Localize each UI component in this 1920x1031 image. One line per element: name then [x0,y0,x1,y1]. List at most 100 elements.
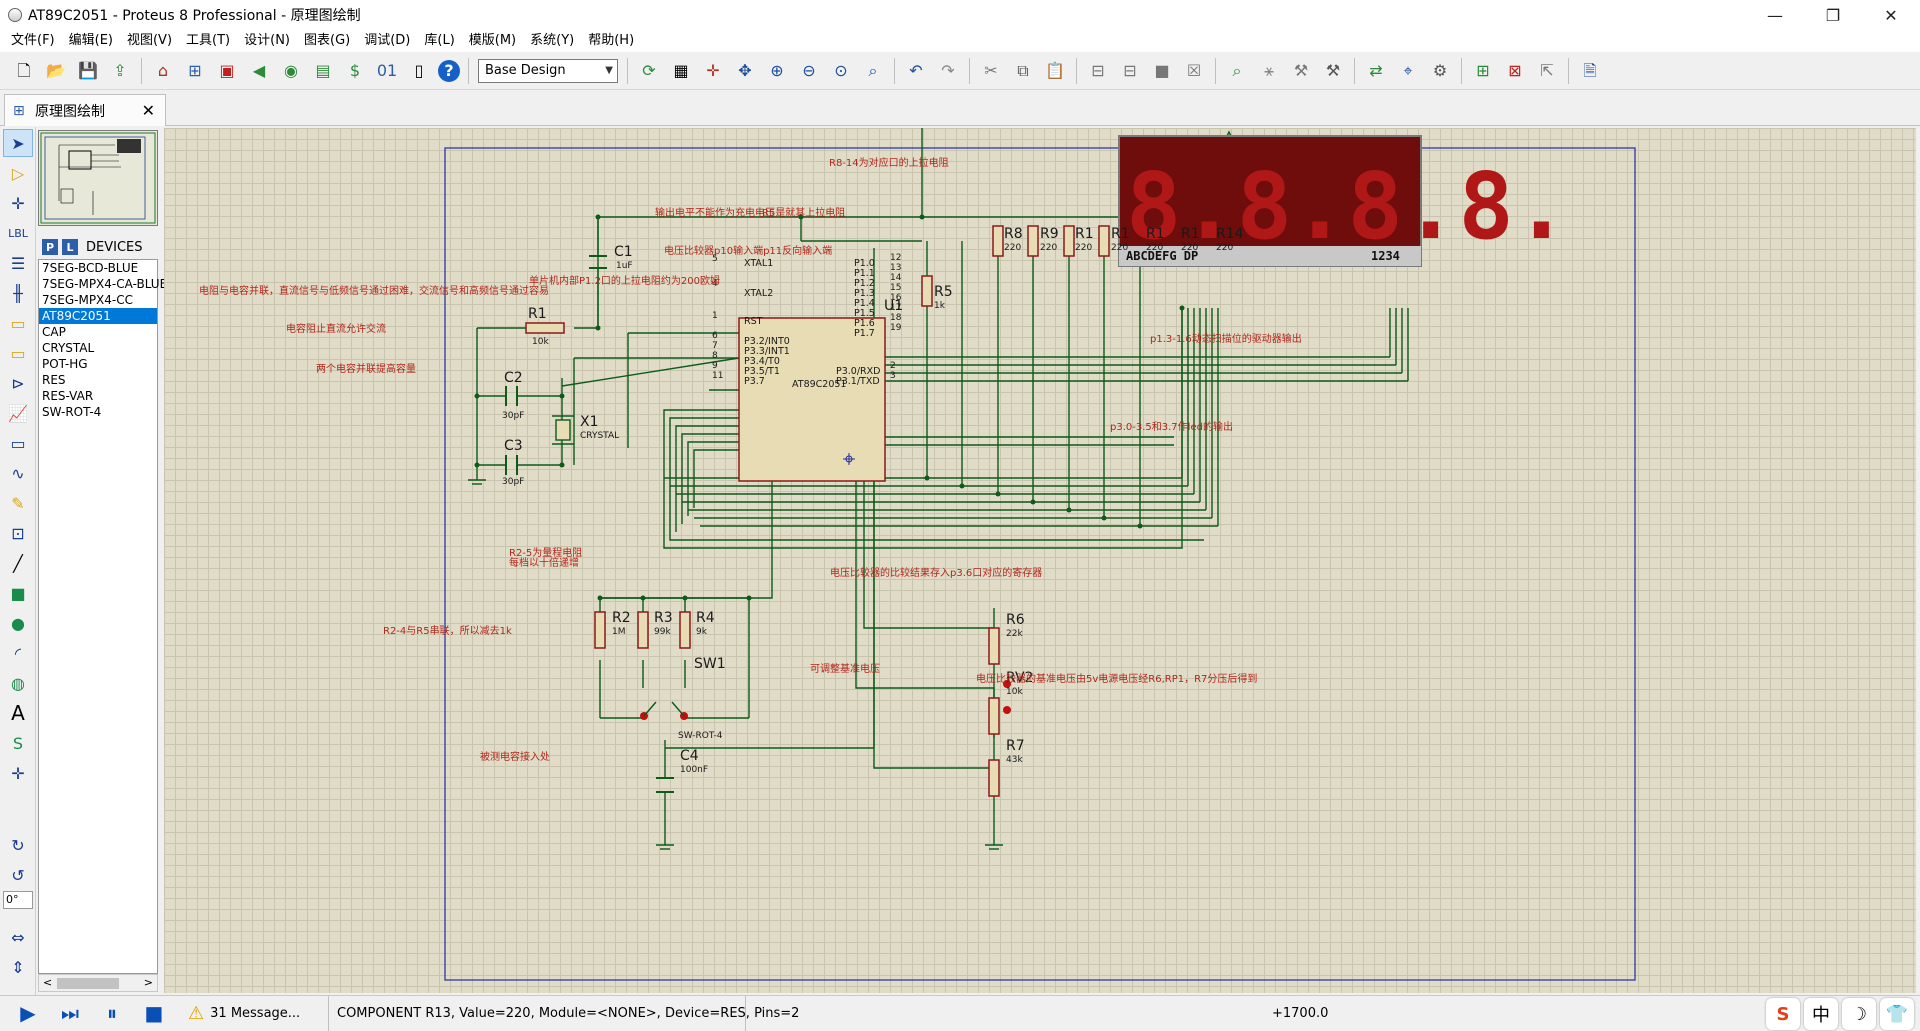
step-icon[interactable]: ⏭ [61,1001,79,1025]
block-move-icon[interactable]: ⊟ [1123,60,1137,80]
shirt-icon[interactable]: 👕 [1880,998,1914,1030]
menu-tools[interactable]: 工具(T) [186,33,231,48]
origin-icon[interactable]: ✛ [706,60,720,80]
component-mode-icon[interactable]: ▷ [11,163,25,183]
circle-mode-icon[interactable]: ● [11,613,25,633]
list-item[interactable]: CRYSTAL [42,341,95,355]
r1-body[interactable] [525,322,565,334]
x1-crystal[interactable] [552,415,574,445]
pin-mode-icon[interactable]: ⊳ [11,373,25,393]
r5-body[interactable] [921,275,933,307]
stop-icon[interactable]: ■ [144,1001,164,1025]
marker-mode-icon[interactable]: ✛ [11,763,25,783]
close-icon[interactable]: ✕ [141,101,155,120]
zoom-out-icon[interactable]: ⊖ [802,60,816,80]
message-indicator[interactable]: ⚠ 31 Message... [188,1003,300,1024]
cut-icon[interactable]: ✂ [984,60,998,80]
r10-body[interactable] [1063,225,1075,257]
u1-chip[interactable]: U1 AT89C2051 [738,298,903,482]
menu-edit[interactable]: 编辑(E) [68,33,113,48]
terminals-mode-icon[interactable]: ▭ [10,343,26,363]
home-icon[interactable]: ⌂ [157,60,169,80]
graph-mode-icon[interactable]: 📈 [8,403,28,423]
rotation-angle-field[interactable]: 0° [3,891,33,909]
exit-sheet-icon[interactable]: ⇱ [1540,60,1554,80]
property-assign-icon[interactable]: ⚙ [1432,60,1448,80]
block-rotate-icon[interactable]: ■ [1154,60,1170,80]
device-list-scrollbar[interactable]: < > [38,974,158,992]
overview-window[interactable] [38,130,158,226]
block-delete-icon[interactable]: ☒ [1186,60,1202,80]
gerber-icon[interactable]: ◉ [284,60,298,80]
play-icon[interactable]: ▶ [20,1001,36,1025]
code-icon[interactable]: 01 [376,60,398,80]
refresh-icon[interactable]: ⟳ [642,60,656,80]
list-item[interactable]: POT-HG [42,357,88,371]
text-script-mode-icon[interactable]: ☰ [10,253,26,273]
probe-mode-icon[interactable]: ✎ [11,493,25,513]
search-icon[interactable]: ⌖ [1403,60,1413,80]
junction-mode-icon[interactable]: ✛ [11,193,25,213]
list-item[interactable]: SW-ROT-4 [42,405,102,419]
import-icon[interactable]: ⇪ [113,60,127,80]
r4-body[interactable] [679,611,691,649]
menu-design[interactable]: 设计(N) [244,33,290,48]
menu-system[interactable]: 系统(Y) [530,33,575,48]
menu-template[interactable]: 模版(M) [468,33,517,48]
pcb-icon[interactable]: ▣ [219,60,235,80]
help-icon[interactable]: ? [438,59,460,82]
zoom-area-icon[interactable]: ⌕ [868,60,878,80]
symbol-mode-icon[interactable]: S [12,733,24,753]
library-manager-button[interactable]: L [62,239,78,255]
list-item[interactable]: CAP [42,325,66,339]
pick-devices-button[interactable]: P [42,239,58,255]
arc-mode-icon[interactable]: ◜ [14,643,22,663]
menu-graph[interactable]: 图表(G) [304,33,351,48]
design-select[interactable]: Base Design▼ [478,58,618,83]
selection-mode-icon[interactable]: ➤ [3,129,33,157]
r2-body[interactable] [594,611,606,649]
wire-autorouter-icon[interactable]: ⇄ [1369,60,1383,80]
schematic-icon[interactable]: ⊞ [188,60,202,80]
copy-icon[interactable]: ⧉ [1017,60,1029,80]
remove-sheet-icon[interactable]: ⊠ [1508,60,1522,80]
list-item[interactable]: 7SEG-BCD-BLUE [42,261,139,275]
pause-icon[interactable]: ⏸ [107,1001,117,1025]
undo-icon[interactable]: ↶ [909,60,923,80]
generator-mode-icon[interactable]: ∿ [11,463,25,483]
rotate-cw-icon[interactable]: ↻ [11,835,25,855]
maximize-button[interactable]: ❐ [1825,5,1841,25]
cost-icon[interactable]: $ [349,60,361,80]
r9-body[interactable] [1027,225,1039,257]
menu-library[interactable]: 库(L) [424,33,455,48]
r3-body[interactable] [637,611,649,649]
bom-report-icon[interactable]: 🗎 [1583,60,1597,80]
wire-label-mode-icon[interactable]: LBL [8,226,28,240]
flip-horizontal-icon[interactable]: ⇔ [11,927,25,947]
r6-body[interactable] [988,627,1000,665]
paste-icon[interactable]: 📋 [1045,60,1065,80]
grid-icon[interactable]: ▦ [673,60,689,80]
close-button[interactable]: ✕ [1884,5,1898,25]
text-mode-icon[interactable]: A [11,701,25,725]
chevron-left-icon[interactable]: < [43,976,53,989]
line-mode-icon[interactable]: ╱ [13,553,23,573]
scrollbar-thumb[interactable] [57,978,119,989]
list-item-selected[interactable]: AT89C2051 [39,308,157,324]
bus-mode-icon[interactable]: ╫ [13,283,23,303]
menu-file[interactable]: 文件(F) [11,33,55,48]
chinese-mode-icon[interactable]: 中 [1804,998,1838,1030]
list-item[interactable]: 7SEG-MPX4-CC [42,293,133,307]
subcircuit-mode-icon[interactable]: ▭ [10,313,26,333]
block-copy-icon[interactable]: ⊟ [1091,60,1105,80]
notes-icon[interactable]: ▯ [414,60,424,80]
minimize-button[interactable]: — [1767,5,1783,25]
rotate-ccw-icon[interactable]: ↺ [11,865,25,885]
tab-schematic[interactable]: ⊞ 原理图绘制 ✕ [4,94,166,126]
new-icon[interactable]: 🗋 [17,60,31,80]
new-sheet-icon[interactable]: ⊞ [1476,60,1490,80]
list-item[interactable]: 7SEG-MPX4-CA-BLUE [42,277,168,291]
save-icon[interactable]: 💾 [78,60,98,80]
decompose-icon[interactable]: ⚒ [1325,60,1341,80]
flip-vertical-icon[interactable]: ⇕ [11,957,25,977]
